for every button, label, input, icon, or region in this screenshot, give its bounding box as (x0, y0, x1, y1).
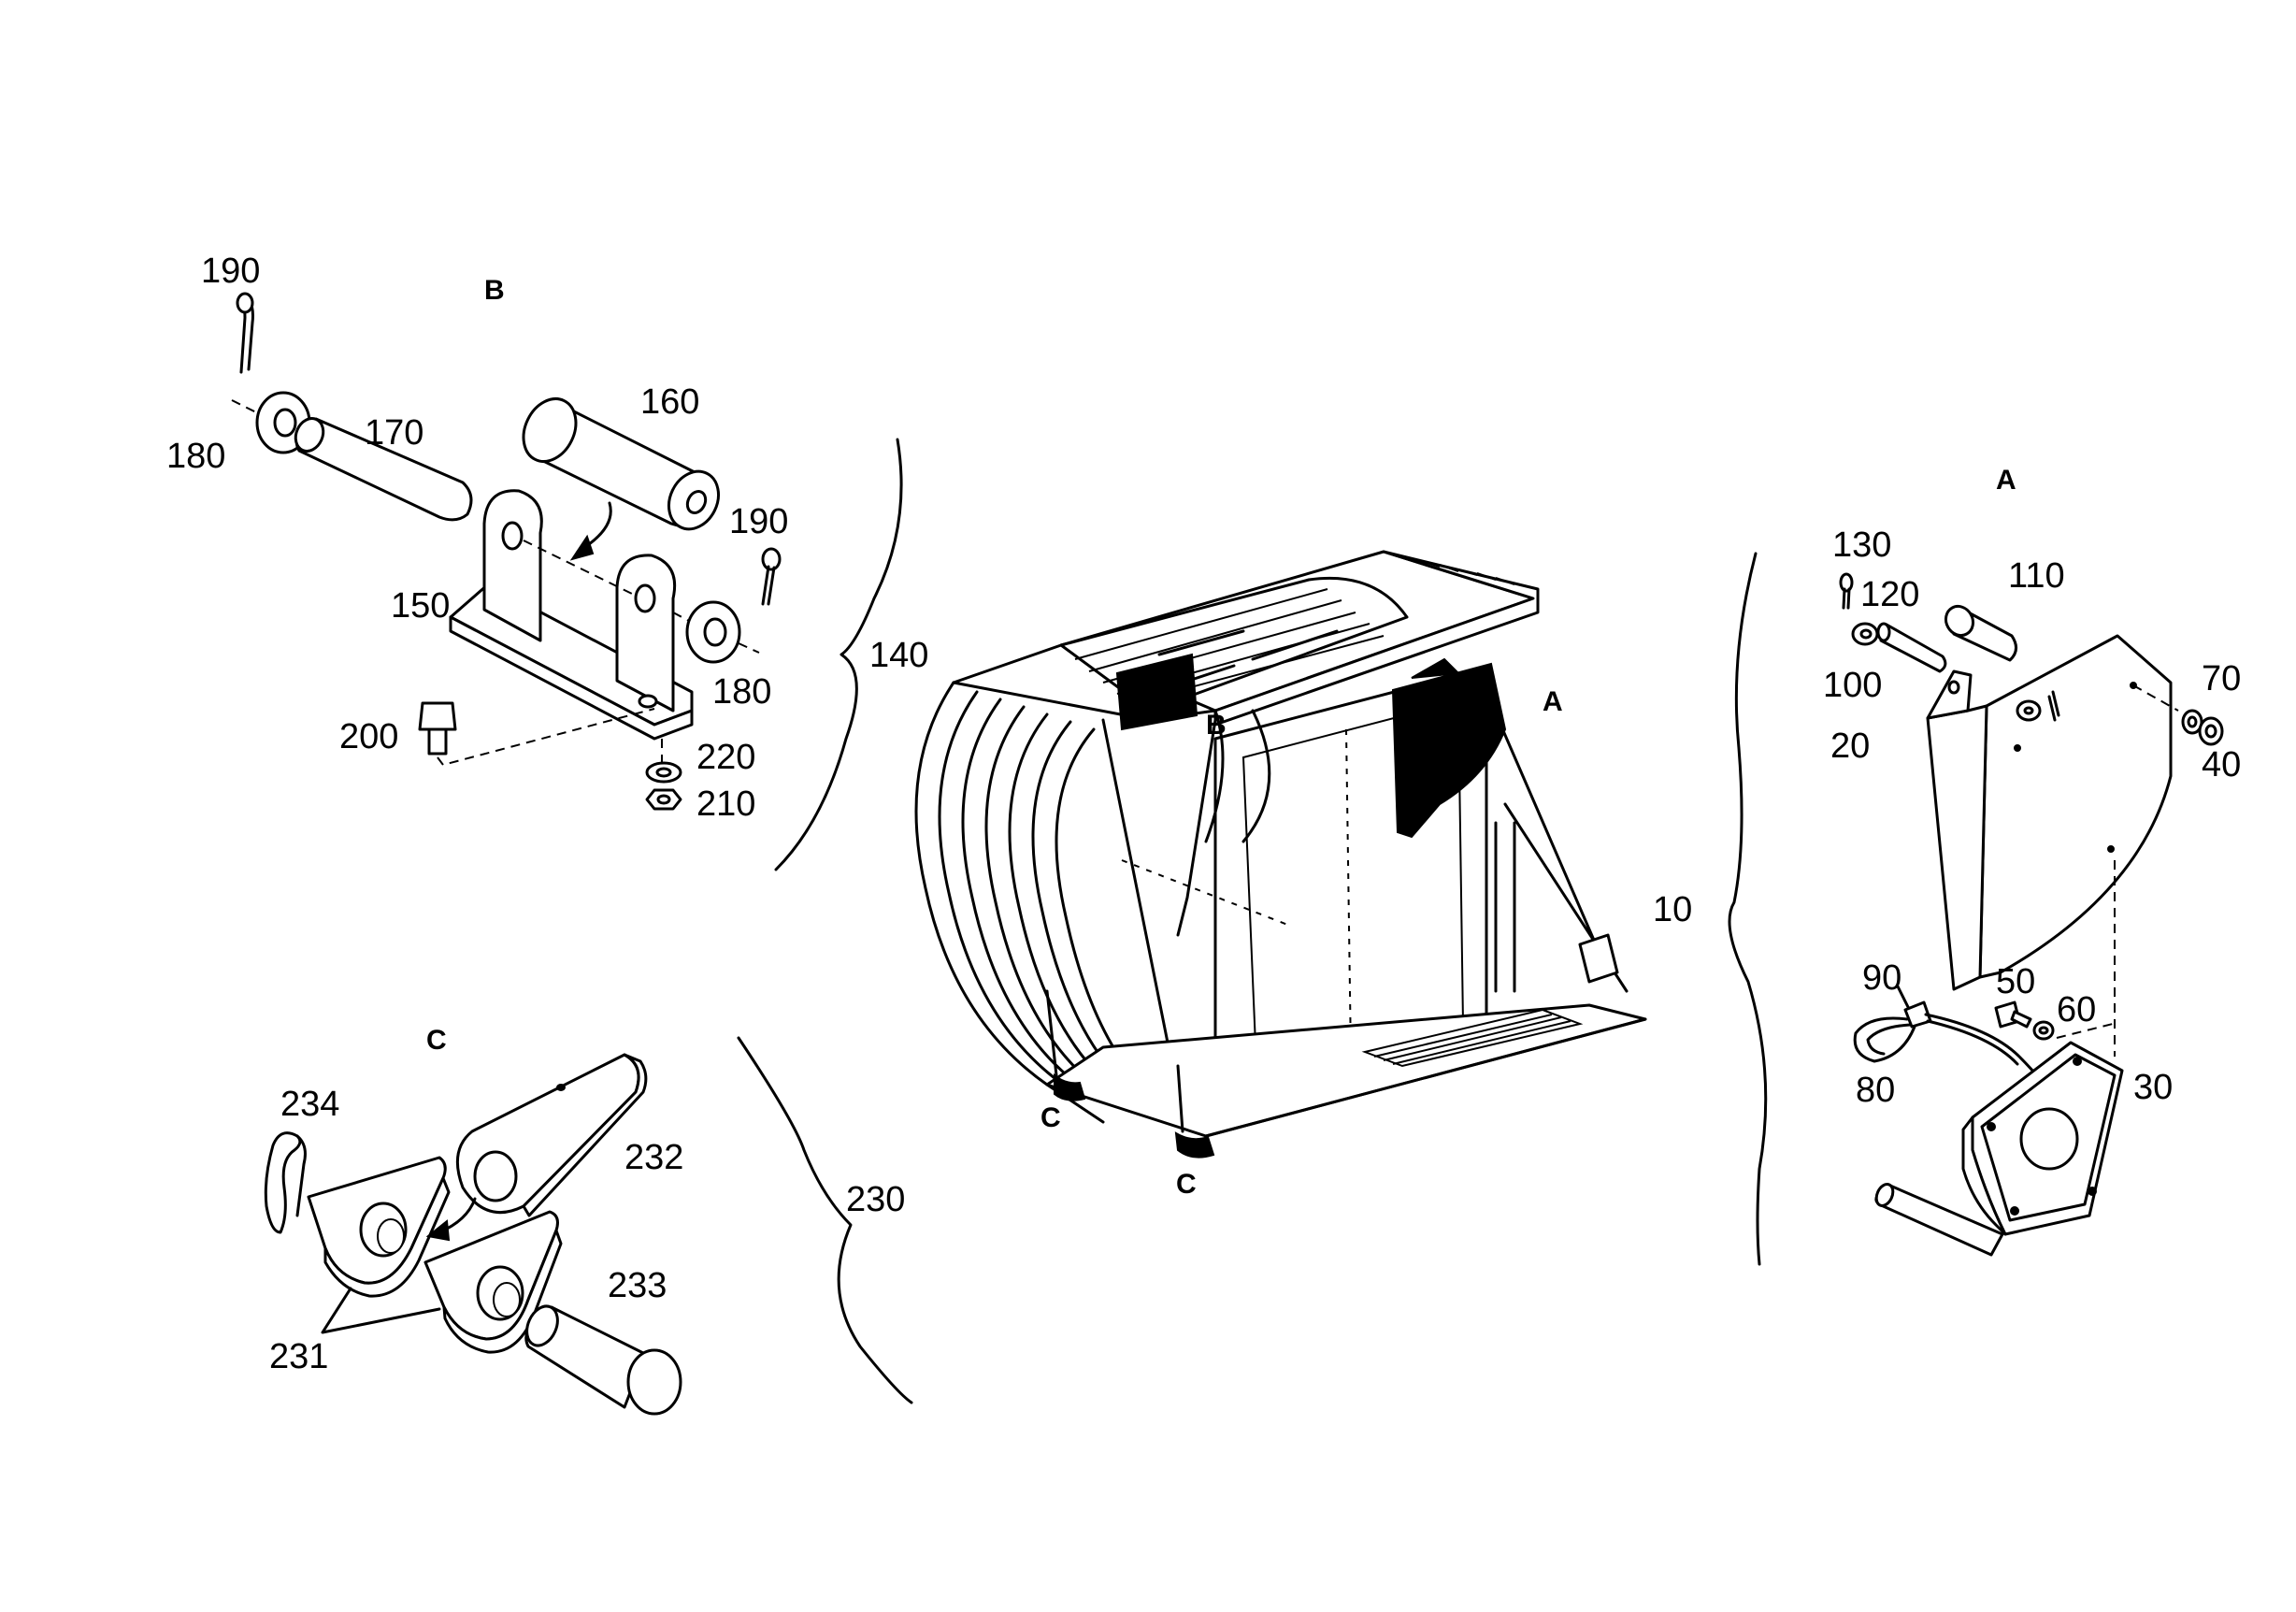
washer-60 (2032, 1020, 2055, 1041)
mount-plate-30 (1874, 1041, 2124, 1257)
washer-220 (645, 761, 682, 784)
bracket-150 (449, 489, 694, 741)
panel-20 (1926, 634, 2173, 991)
callout-30: 30 (2133, 1068, 2173, 1107)
marker-c-right: C (1176, 1169, 1197, 1200)
callout-200: 200 (339, 717, 398, 756)
callout-140: 140 (869, 636, 928, 675)
detail-c-letter: C (426, 1025, 447, 1056)
cotter-pin-190-right (761, 547, 782, 606)
callout-190-right: 190 (729, 502, 788, 541)
plate-231-left (307, 1156, 451, 1298)
nut-210 (645, 788, 682, 811)
callout-60: 60 (2057, 990, 2096, 1029)
callout-110: 110 (2008, 556, 2065, 596)
callout-40: 40 (2202, 745, 2241, 784)
roller-160 (522, 397, 720, 531)
plate-231-right (423, 1210, 563, 1354)
pin-170 (294, 417, 473, 522)
spring-clip-234 (264, 1131, 307, 1234)
callout-170: 170 (365, 413, 423, 453)
clevis-80 (1853, 1016, 1916, 1063)
bolt-200 (418, 701, 457, 756)
lanyard-90 (1896, 985, 2049, 1091)
cotter-pin-190-top (236, 292, 254, 374)
marker-b: B (1206, 710, 1227, 741)
callout-230: 230 (846, 1180, 905, 1219)
callout-50: 50 (1996, 962, 2035, 1001)
callout-231: 231 (269, 1337, 328, 1376)
callout-210: 210 (696, 784, 755, 824)
bolt-50 (1994, 1000, 2032, 1029)
link-232 (455, 1053, 648, 1217)
marker-c-left: C (1040, 1102, 1061, 1133)
callout-233: 233 (608, 1266, 667, 1305)
detail-b-group: B 190 180 170 160 (166, 252, 788, 824)
marker-a: A (1543, 686, 1563, 717)
brace-10 (1728, 552, 1768, 1266)
washer-180-right (685, 600, 741, 664)
callout-160: 160 (640, 382, 699, 422)
callout-220: 220 (696, 738, 755, 777)
callout-180-left: 180 (166, 437, 225, 476)
callout-120: 120 (1860, 575, 1919, 614)
callout-232: 232 (624, 1138, 683, 1177)
callout-190-top: 190 (201, 252, 260, 291)
cab-guard-assembly: B A C C (914, 550, 1647, 1200)
callout-10: 10 (1653, 890, 1692, 929)
callout-150: 150 (391, 586, 450, 626)
callout-20: 20 (1830, 727, 1870, 766)
callout-130: 130 (1832, 525, 1891, 565)
pin-120 (1876, 622, 1947, 673)
brace-140 (774, 438, 903, 871)
callout-234: 234 (280, 1085, 339, 1124)
callout-180-right: 180 (712, 672, 771, 712)
pin-233 (524, 1304, 682, 1416)
callout-90: 90 (1862, 958, 1901, 998)
callout-70: 70 (2202, 659, 2241, 698)
callout-100: 100 (1823, 666, 1882, 705)
callout-80: 80 (1856, 1071, 1895, 1110)
detail-c-group: C 234 232 (264, 1025, 683, 1416)
detail-a-group: A 130 120 100 110 (1823, 465, 2241, 1257)
detail-a-letter: A (1996, 465, 2016, 496)
cotter-pin-130 (1839, 572, 1854, 610)
detail-b-letter: B (484, 275, 505, 306)
washer-100 (1851, 622, 1879, 646)
brace-230 (737, 1036, 913, 1404)
bushing-110 (1944, 604, 2017, 662)
nut-40 (2198, 716, 2224, 746)
